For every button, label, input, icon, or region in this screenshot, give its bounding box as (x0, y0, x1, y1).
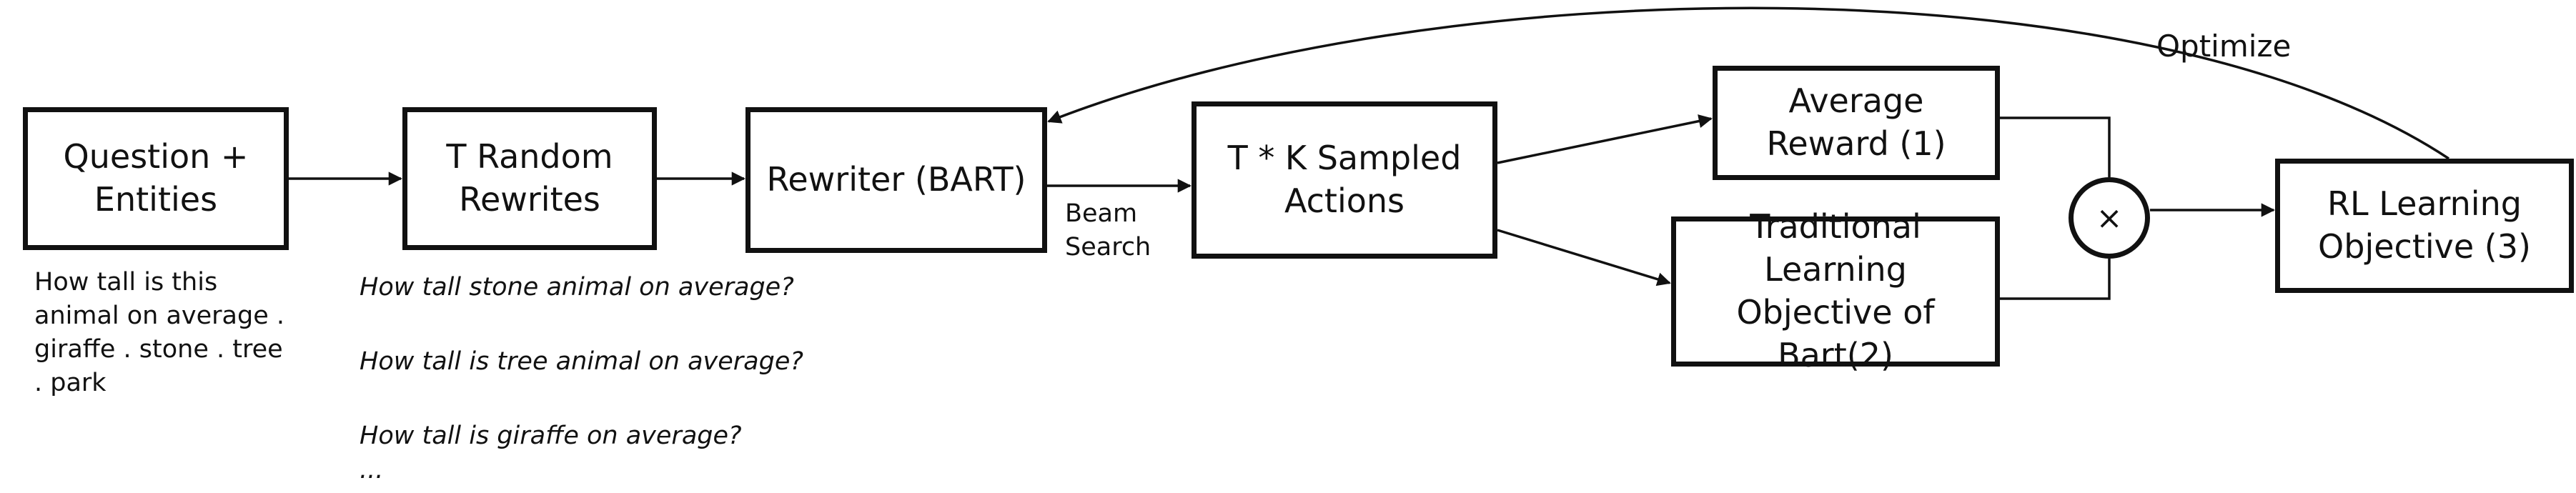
example-rewrite-1: How tall stone animal on average? (360, 273, 794, 302)
example-rewrite-3: How tall is giraffe on average? (360, 422, 742, 450)
line-traditional-to-multiply (2000, 259, 2111, 300)
line-reward-to-multiply (2000, 116, 2111, 177)
rewriter-bart-box: Rewriter (BART) (745, 107, 1047, 253)
average-reward-box: Average Reward (1) (1713, 66, 2000, 180)
multiply-node: × (2069, 177, 2150, 259)
question-entities-box: Question + Entities (23, 107, 289, 250)
beam-search-label: Beam Search (1065, 199, 1151, 262)
rl-objective-box: RL Learning Objective (3) (2275, 159, 2574, 293)
arrow-actions-to-traditional (1497, 229, 1671, 287)
random-rewrites-box: T Random Rewrites (402, 107, 657, 250)
arrow-actions-to-reward (1497, 114, 1713, 164)
example-input-text: How tall is this animal on average . gir… (34, 268, 284, 397)
example-rewrite-2: How tall is tree animal on average? (360, 347, 803, 376)
sampled-actions-box: T * K Sampled Actions (1192, 101, 1497, 259)
example-rewrite-ellipsis: ... (360, 456, 384, 484)
traditional-objective-box: Traditional Learning Objective of Bart(2… (1671, 207, 2000, 374)
optimize-label: Optimize (2156, 29, 2292, 64)
arrow-optimize-curve (1047, 6, 2449, 160)
